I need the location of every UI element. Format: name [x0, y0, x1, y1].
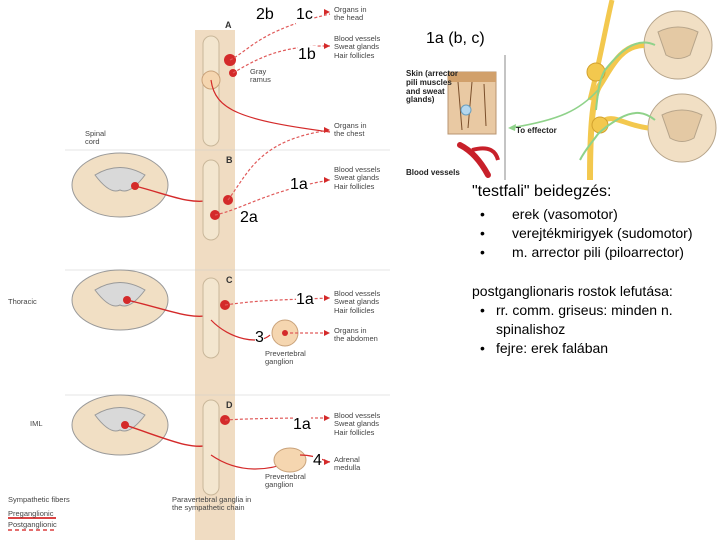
- label-1a-2: 1a: [296, 291, 314, 309]
- vessel-shape: [457, 142, 491, 178]
- postganglionic-label: Postganglionic: [8, 520, 57, 529]
- cord-b: [71, 129, 331, 241]
- targets-label-4: Blood vessels Sweat glands Hair follicle…: [334, 411, 381, 437]
- bullet-list-1: erek (vasomotor) verejtékmirigyek (sudom…: [472, 205, 717, 262]
- cord-c: [71, 269, 331, 359]
- iml-label: IML: [30, 419, 43, 428]
- label-4: 4: [313, 452, 322, 470]
- targets-label-3: Blood vessels Sweat glands Hair follicle…: [334, 289, 381, 315]
- panel-d-letter: D: [226, 400, 233, 410]
- panel-c-letter: C: [226, 275, 233, 285]
- targets-label-2: Blood vessels Sweat glands Hair follicle…: [334, 165, 381, 191]
- label-1b: 1b: [298, 46, 316, 64]
- label-1a-3: 1a: [293, 416, 311, 434]
- blood-vessels-label: Blood vessels: [406, 168, 460, 177]
- bullet-item: m. arrector pili (piloarrector): [472, 243, 717, 262]
- spinal-cord-label: Spinal cord: [85, 129, 106, 147]
- bullet-item: fejre: erek falában: [472, 339, 717, 358]
- label-1a-1: 1a: [290, 176, 308, 194]
- sympathetic-pathway-diagram: [8, 9, 390, 540]
- text-paragraph: postganglionaris rostok lefutása:: [472, 283, 673, 299]
- bullet-item: verejtékmirigyek (sudomotor): [472, 224, 717, 243]
- bullet-list-2: rr. comm. griseus: minden n. spinalishoz…: [472, 301, 717, 358]
- cord-section-bottom: [647, 93, 717, 163]
- label-2b: 2b: [256, 6, 274, 24]
- targets-label-1: Blood vessels Sweat glands Hair follicle…: [334, 34, 381, 60]
- panel-a-chain: [201, 13, 331, 147]
- text-title: "testfali" beidegzés:: [472, 183, 612, 200]
- prevertebral-ganglion-2: [273, 447, 307, 473]
- gray-ramus-label: Gray ramus: [250, 67, 271, 85]
- right-text-block: "testfali" beidegzés: erek (vasomotor) v…: [472, 183, 717, 358]
- label-1a-bc: 1a (b, c): [426, 30, 485, 48]
- paravertebral-label: Paravertebral ganglia in the sympathetic…: [172, 495, 252, 513]
- label-1c: 1c: [296, 6, 313, 24]
- label-3: 3: [255, 329, 264, 347]
- panel-b-letter: B: [226, 155, 233, 165]
- cord-section-top: [643, 10, 713, 80]
- panel-a-letter: A: [225, 20, 232, 30]
- sympathetic-fibers-label: Sympathetic fibers: [8, 495, 70, 504]
- bullet-item: erek (vasomotor): [472, 205, 717, 224]
- prevertebral-label-1: Prevertebral ganglion: [265, 349, 306, 367]
- cord-d: [71, 394, 331, 496]
- skin-label: Skin (arrector pili muscles and sweat gl…: [406, 69, 459, 105]
- thoracic-label: Thoracic: [8, 297, 37, 306]
- effector-diagram: [447, 0, 717, 180]
- adrenal-label: Adrenal medulla: [334, 455, 361, 473]
- prevertebral-label-2: Prevertebral ganglion: [265, 472, 306, 490]
- preganglionic-label: Preganglionic: [8, 509, 54, 518]
- to-effector-label: To effector: [516, 126, 557, 135]
- organs-abdomen-label: Organs in the abdomen: [334, 326, 378, 344]
- bullet-item: rr. comm. griseus: minden n. spinalishoz: [472, 301, 717, 339]
- organs-head-label: Organs in the head: [334, 5, 367, 23]
- organs-chest-label: Organs in the chest: [334, 121, 367, 139]
- label-2a: 2a: [240, 209, 258, 227]
